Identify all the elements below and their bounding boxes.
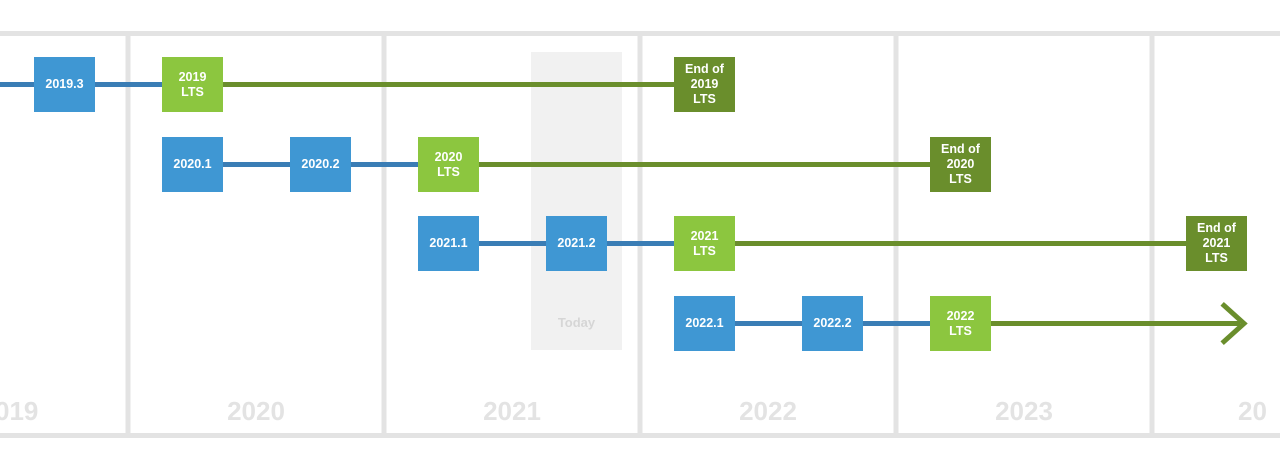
lts-release: 2020 LTS	[418, 137, 479, 192]
year-divider	[637, 31, 643, 438]
tech-stream-release: 2022.1	[674, 296, 735, 351]
tech-stream-release: 2019.3	[34, 57, 95, 112]
tech-stream-release: 2021.1	[418, 216, 479, 271]
lts-end-of-support: End of 2019 LTS	[674, 57, 735, 112]
lts-end-of-support: End of 2021 LTS	[1186, 216, 1247, 271]
lts-release: 2022 LTS	[930, 296, 991, 351]
today-band	[531, 52, 622, 350]
today-label: Today	[557, 315, 596, 330]
year-divider	[893, 31, 899, 438]
year-label: 019	[0, 396, 39, 426]
lts-release: 2021 LTS	[674, 216, 735, 271]
year-divider	[1149, 31, 1155, 438]
tech-stream-release: 2021.2	[546, 216, 607, 271]
year-label: 2020	[227, 396, 285, 426]
arrow-head-icon	[1220, 301, 1248, 346]
tech-stream-release: 2020.1	[162, 137, 223, 192]
lts-end-of-support: End of 2020 LTS	[930, 137, 991, 192]
year-label: 2022	[739, 396, 797, 426]
year-divider	[125, 31, 131, 438]
year-label: 2021	[483, 396, 541, 426]
tech-stream-release: 2020.2	[290, 137, 351, 192]
year-label: 2023	[995, 396, 1053, 426]
lts-release: 2019 LTS	[162, 57, 223, 112]
year-divider	[381, 31, 387, 438]
tech-stream-release: 2022.2	[802, 296, 863, 351]
year-label: 20	[1238, 396, 1267, 426]
